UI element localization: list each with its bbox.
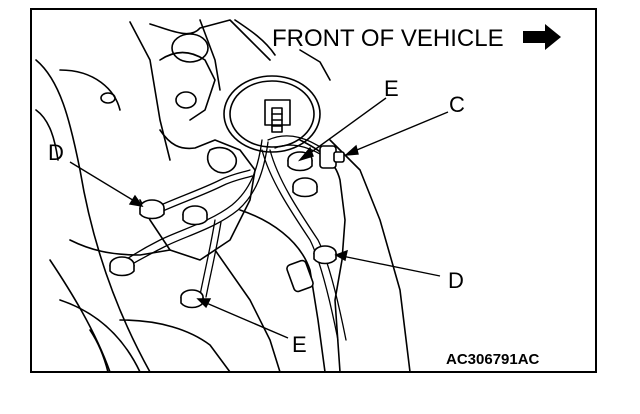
harness-e: [149, 169, 251, 211]
leader-e-bottom-arrow: [196, 298, 212, 309]
upper-bracket-body: [159, 51, 216, 121]
upper-bracket-rear: [234, 19, 276, 56]
mount-oval-inner: [229, 80, 315, 148]
right-outer-rail: [329, 139, 411, 373]
leader-d-left: [69, 161, 137, 203]
callout-d-left: D: [48, 140, 64, 165]
harness-d: [269, 149, 347, 341]
callout-c: C: [449, 92, 465, 117]
leader-e-bottom: [203, 301, 289, 339]
leader-c-arrow: [343, 144, 359, 156]
chassis-linework: [35, 19, 411, 373]
harness-c: [261, 149, 339, 341]
callout-leaders: [69, 97, 449, 339]
lower-center-curve: [119, 319, 231, 373]
mount-oval-outer: [223, 75, 321, 153]
figure-code: AC306791AC: [446, 351, 540, 368]
upper-bracket-bolt-hole: [175, 91, 197, 109]
right-arrow-icon: [523, 24, 561, 50]
connector-c: [319, 145, 345, 169]
harness-connector: [286, 259, 314, 293]
harness-g: [199, 219, 216, 296]
left-boss: [100, 92, 116, 104]
callout-e-bottom: E: [292, 332, 307, 357]
lower-left-inner: [89, 329, 109, 373]
bolt-d-right: [313, 245, 337, 265]
leader-c: [351, 111, 449, 153]
upper-bracket-rib: [199, 19, 221, 91]
front-of-vehicle-label: FRONT OF VEHICLE: [272, 25, 504, 52]
left-housing-upper: [59, 69, 121, 111]
bracket-plate-hole: [206, 146, 238, 174]
mount-stud: [271, 107, 283, 133]
bolts: [109, 145, 345, 309]
bolt-centre-right: [292, 177, 318, 198]
center-rail: [239, 209, 326, 373]
upper-bracket-hole: [171, 33, 209, 63]
leader-d-right-arrow: [334, 249, 348, 262]
leader-e-top: [305, 97, 387, 157]
leader-d-left-arrow: [128, 194, 144, 207]
harness-h: [205, 221, 222, 298]
lower-left-contour: [69, 239, 171, 256]
harness-f: [151, 175, 253, 217]
harness-b: [121, 141, 269, 271]
upper-right-bracket: [299, 49, 331, 81]
upper-bracket-left: [129, 21, 171, 161]
left-housing-inner: [35, 109, 59, 161]
bolt-centre-left: [182, 205, 208, 226]
bolt-e-bottom: [180, 289, 204, 309]
mount-stud-base: [264, 99, 291, 126]
bolt-d-left: [139, 199, 165, 220]
bolt-lower-left: [109, 256, 135, 277]
callout-e-top: E: [384, 76, 399, 101]
callout-d-right: D: [448, 268, 464, 293]
left-housing-edge: [35, 59, 151, 373]
bracket-plate: [139, 129, 256, 261]
lower-left-curve: [59, 299, 141, 373]
center-lower-rail: [214, 249, 281, 373]
leader-e-top-arrow: [297, 146, 314, 162]
leader-d-right: [341, 255, 441, 277]
